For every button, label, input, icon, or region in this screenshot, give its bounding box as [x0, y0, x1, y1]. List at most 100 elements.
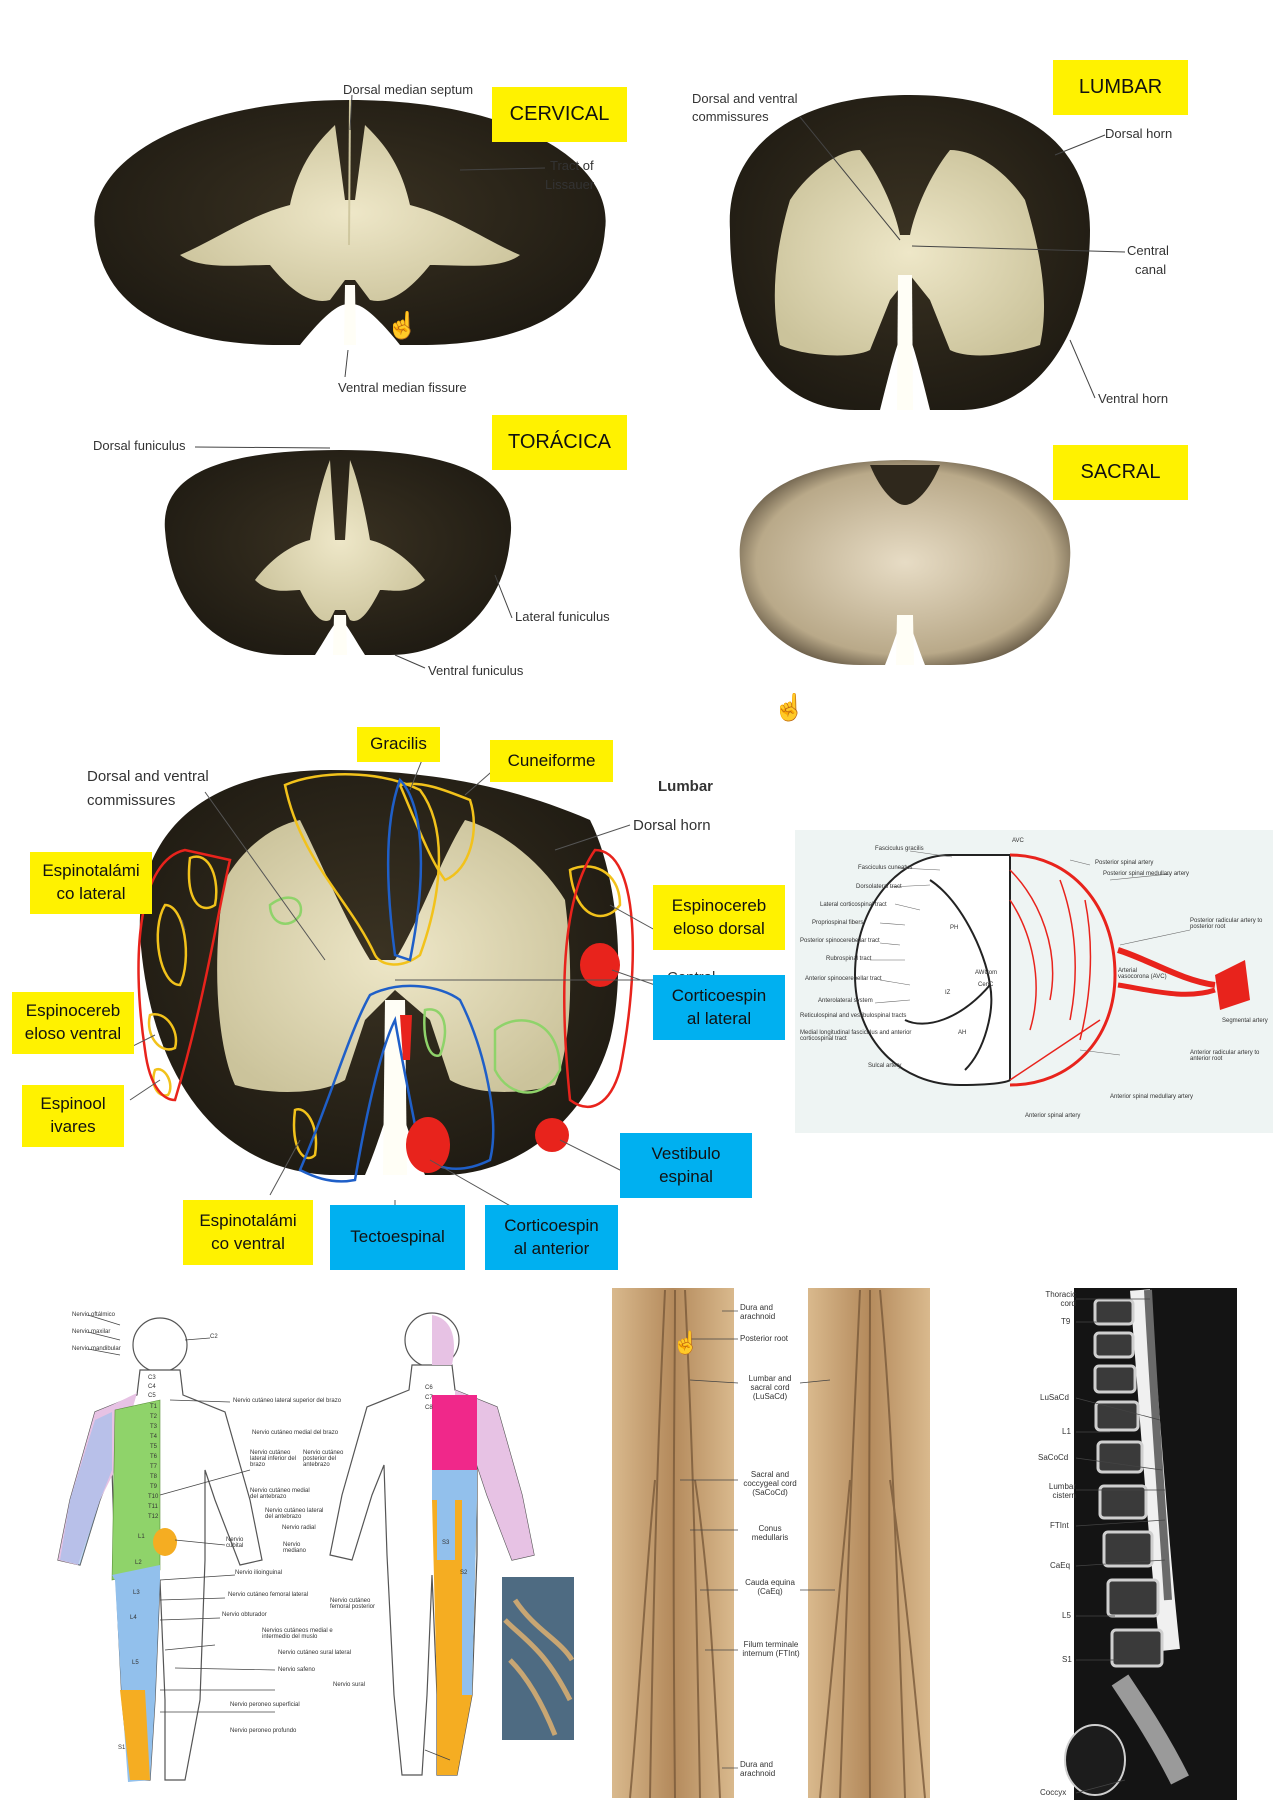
dermatome-level: C5 — [148, 1393, 156, 1399]
lumbar-title: LUMBAR — [1078, 76, 1163, 98]
thoracic-title: TORÁCICA — [508, 431, 611, 453]
mri-label-l1: L1 — [1062, 1427, 1071, 1436]
vascular-label: Lateral corticospinal tract — [820, 902, 887, 908]
dermatome-level: T5 — [150, 1444, 158, 1450]
mri-label-t9: T9 — [1061, 1317, 1071, 1326]
vascular-label: Medial longitudinal fasciculus and anter… — [800, 1030, 912, 1042]
vascular-right-label: Posterior radicular artery to posterior … — [1190, 918, 1263, 930]
dermatome-level: C3 — [148, 1375, 156, 1381]
cervical-section — [94, 99, 606, 345]
nerve-label: Nervio cutáneo femoral lateral — [228, 1592, 309, 1598]
label-dorsal-horn: Dorsal horn — [1105, 126, 1173, 141]
nerve-label: Nervio cubital — [226, 1537, 244, 1549]
dermatome-level: C6 — [425, 1385, 433, 1391]
label-commissures: commissures — [692, 109, 769, 124]
vascular-label: Fasciculus cuneatus — [858, 865, 913, 871]
hand-pointer-icon: ☝ — [773, 692, 806, 722]
nerve-label: Nervio cutáneo posterior del antebrazo — [303, 1450, 344, 1468]
dermatome-level: S3 — [442, 1540, 450, 1546]
vascular-label: Dorsolateral tract — [856, 884, 902, 890]
nerve-label: Nervio cutáneo sural lateral — [278, 1650, 352, 1656]
thoracic-title-tag: TORÁCICA — [492, 415, 627, 470]
vascular-right-label: Anterior spinal artery — [1025, 1113, 1081, 1119]
vascular-right-label: Anterior spinal medullary artery — [1110, 1094, 1194, 1100]
label-lumbar-header: Lumbar — [658, 778, 714, 795]
dermatome-level: C7 — [425, 1395, 433, 1401]
nerve-label: Nervio cutáneo medial del brazo — [252, 1430, 339, 1436]
nerve-label: Nervio safeno — [278, 1667, 316, 1673]
dermatome-level: T6 — [150, 1454, 158, 1460]
label-nervio-maxilar: Nervio maxilar — [72, 1329, 111, 1335]
dermatome-level: C2 — [210, 1334, 218, 1340]
cauda-label: Posterior root — [740, 1334, 789, 1343]
mri-label-thoracic-cord: Thoracic cord — [1045, 1290, 1076, 1308]
nerve-label: Nervios cutáneos medial e intermedio del… — [262, 1628, 333, 1640]
mri-label-ftint: FTInt — [1050, 1521, 1069, 1530]
vascular-right-label: Posterior spinal artery — [1095, 860, 1154, 866]
dermatome-level: L3 — [133, 1590, 140, 1596]
vascular-inner-label: IZ — [945, 990, 951, 996]
dermatome-level: T10 — [148, 1494, 159, 1500]
nerve-label: Nervio ilioinguinal — [235, 1570, 283, 1576]
vascular-inner-label: AH — [958, 1030, 967, 1036]
dermatome-level: L2 — [135, 1560, 142, 1566]
label-canal: canal — [1135, 262, 1167, 277]
vascular-right-label: Posterior spinal medullary artery — [1103, 871, 1190, 877]
vascular-right-label: Anterior radicular artery to anterior ro… — [1190, 1050, 1260, 1062]
vascular-label: Reticulospinal and vestibulospinal tract… — [800, 1013, 907, 1019]
dermatome-level: S1 — [118, 1745, 126, 1751]
hand-pointer-icon: ☝ — [386, 310, 419, 340]
sacral-title: SACRAL — [1080, 461, 1161, 483]
cauda-label: Sacral and coccygeal cord (SaCoCd) — [743, 1470, 797, 1497]
mri-label-coccyx: Coccyx — [1040, 1788, 1067, 1797]
vascular-right-label: Segmental artery — [1222, 1018, 1268, 1024]
mri-label-l5: L5 — [1062, 1611, 1071, 1620]
vascular-label: Anterior spinocerebellar tract — [805, 976, 882, 982]
dermatome-level: T12 — [148, 1514, 159, 1520]
sacral-section — [739, 460, 1071, 665]
dermatome-level: T3 — [150, 1424, 158, 1430]
tracts-section — [139, 770, 619, 1175]
sacral-title-tag: SACRAL — [1053, 445, 1188, 500]
vascular-right-label: Arterial vasocorona (AVC) — [1118, 968, 1167, 980]
dermatome-level: T7 — [150, 1464, 158, 1470]
tag-tectoespinal: Tectoespinal — [330, 1205, 465, 1270]
vascular-inner-label: AWCom — [975, 970, 998, 976]
dermatome-level: L5 — [132, 1660, 139, 1666]
nerve-label: Nervio cutáneo femoral posterior — [330, 1598, 376, 1610]
dermatome-level: T8 — [150, 1474, 158, 1480]
vascular-inner-label: CenC — [978, 982, 994, 988]
nerve-label: Nervio cutáneo lateral superior del braz… — [233, 1398, 342, 1404]
mri-label-lusacd: LuSaCd — [1040, 1393, 1069, 1402]
label-central: Central — [1127, 243, 1169, 258]
cauda-label: Conus medullaris — [751, 1524, 789, 1542]
nerve-label: Nervio peroneo superficial — [230, 1702, 300, 1708]
nerve-label: Nervio cutáneo lateral inferior del braz… — [250, 1450, 297, 1468]
nerve-label: Nervio obturador — [222, 1612, 267, 1618]
spinal-sections-illustration — [94, 94, 1126, 669]
dermatome-level: L4 — [130, 1615, 137, 1621]
label-ventral-horn: Ventral horn — [1098, 391, 1169, 406]
nerve-label: Nervio radial — [282, 1525, 316, 1531]
label-dorsal-median-septum: Dorsal median septum — [343, 82, 474, 97]
vascular-label: Fasciculus gracilis — [875, 846, 924, 852]
mri-label-sacocd: SaCoCd — [1038, 1453, 1069, 1462]
tag-gracilis: Gracilis — [357, 727, 440, 762]
nerve-label: Nervio mediano — [283, 1542, 307, 1554]
lumbar-title-tag: LUMBAR — [1053, 60, 1188, 115]
label-tracts-commissures-2: commissures — [87, 792, 176, 809]
hand-pointer-icon: ☝ — [672, 1330, 700, 1355]
vascular-label: Anterolateral system — [818, 998, 873, 1004]
dermatome-level: C8 — [425, 1405, 433, 1411]
vascular-label: Posterior spinocerebellar tract — [800, 938, 880, 944]
nerve-label: Nervio sural — [333, 1682, 366, 1688]
vascular-inner-label: PH — [950, 925, 959, 931]
mri-label-lumbar-cistern: Lumbar cistern — [1048, 1482, 1076, 1500]
